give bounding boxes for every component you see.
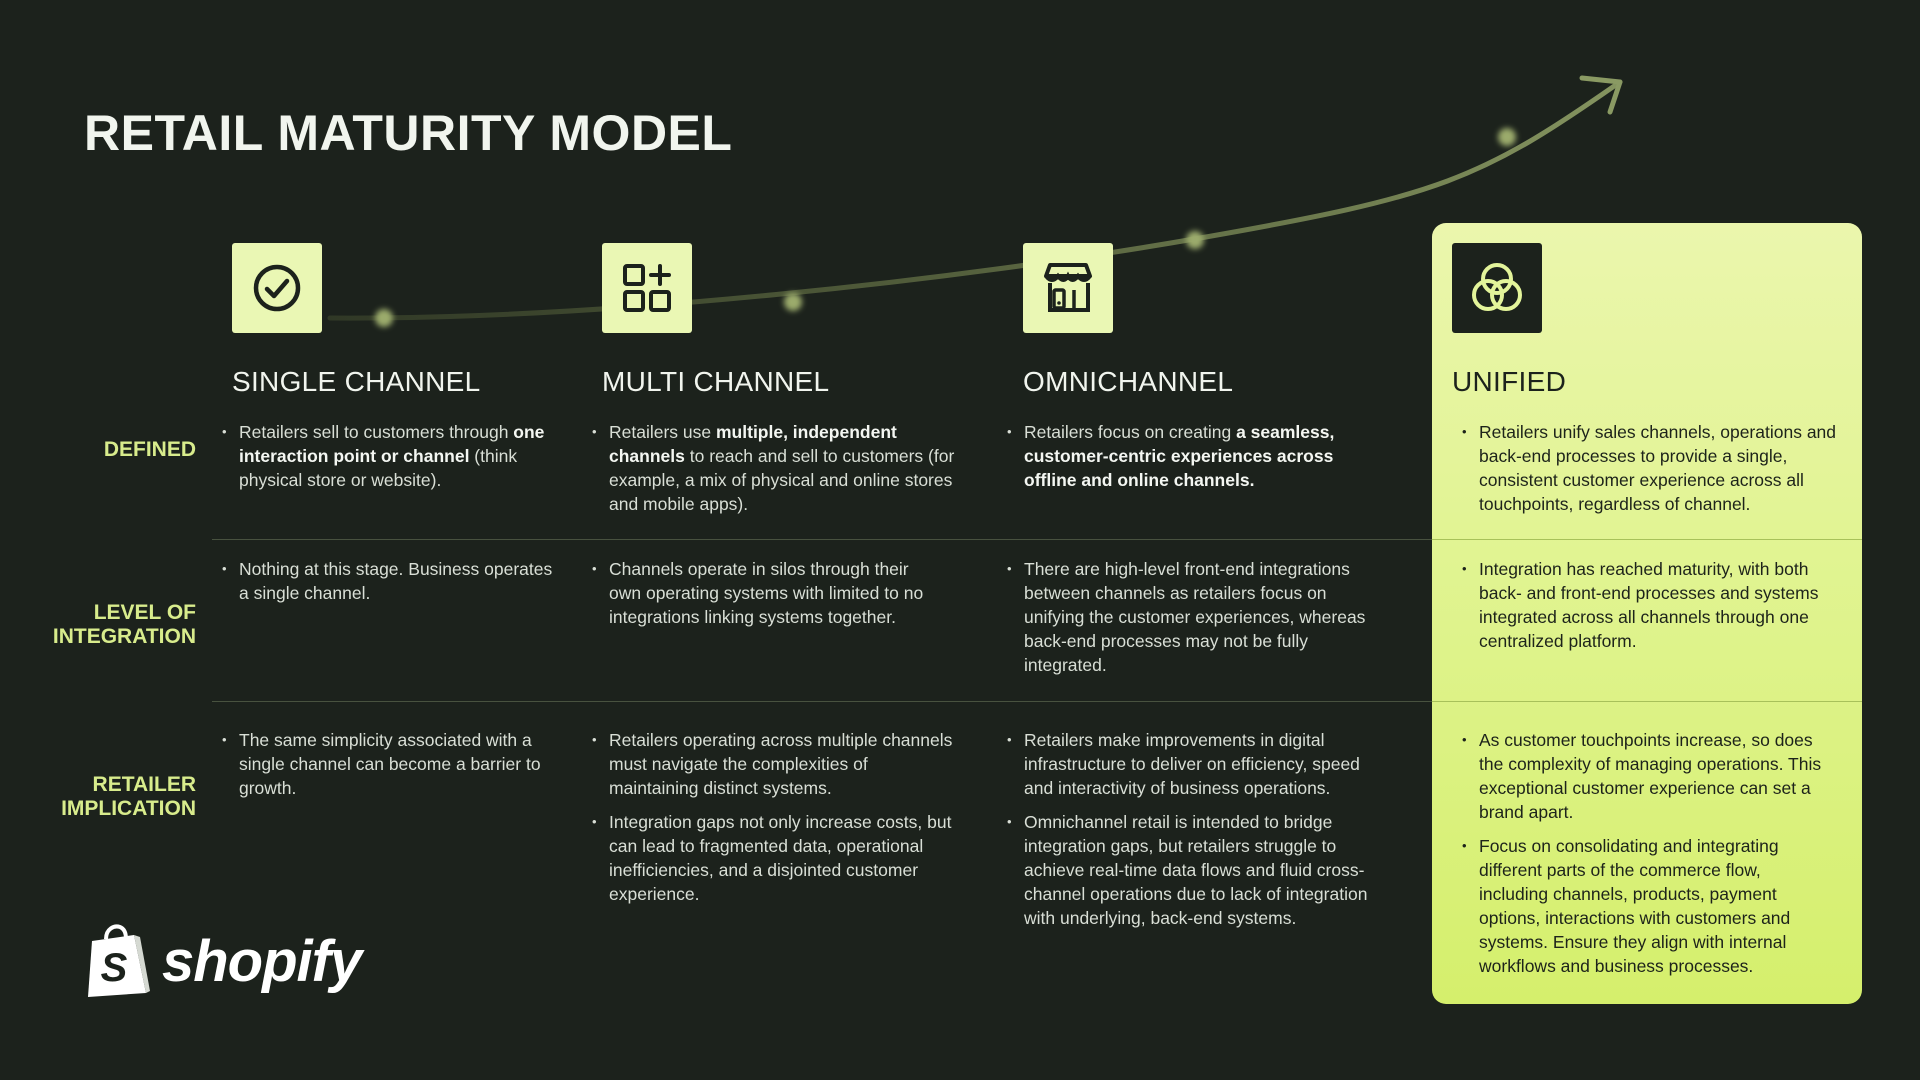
check-circle-icon: [253, 264, 301, 312]
bullet-item: Omnichannel retail is intended to bridge…: [1007, 810, 1391, 930]
row-label-defined: DEFINED: [103, 438, 196, 461]
bullet-item: There are high-level front-end integrati…: [1007, 557, 1376, 677]
bullet-list: Retailers operating across multiple chan…: [591, 728, 956, 906]
bullet-item: Integration gaps not only increase costs…: [592, 810, 956, 906]
grid-plus-icon: [623, 264, 671, 312]
column-title-unified: UNIFIED: [1452, 366, 1567, 397]
body-text: Omnichannel retail is intended to bridge…: [1024, 812, 1368, 928]
body-text: There are high-level front-end integrati…: [1024, 559, 1366, 675]
body-text: The same simplicity associated with a si…: [239, 730, 541, 798]
row-divider-1: [212, 539, 1862, 540]
curve-node-4: [1498, 128, 1516, 146]
curve-node-2: [784, 293, 802, 311]
bullet-item: Focus on consolidating and integrating d…: [1462, 834, 1831, 978]
bullet-list: As customer touchpoints increase, so doe…: [1461, 728, 1831, 978]
overlapping-circles-icon: [1472, 263, 1522, 311]
body-text: Retailers sell to customers through: [239, 422, 514, 442]
bullet-list: Channels operate in silos through their …: [591, 557, 926, 629]
row-divider-2-panel: [1432, 701, 1862, 702]
curve-node-1: [375, 309, 393, 327]
body-text: Retailers operating across multiple chan…: [609, 730, 953, 798]
body-text: Retailers focus on creating: [1024, 422, 1237, 442]
bullet-item: Retailers operating across multiple chan…: [592, 728, 956, 800]
bullet-item: Integration has reached maturity, with b…: [1462, 557, 1821, 653]
column-title-single-channel: SINGLE CHANNEL: [232, 366, 481, 397]
cell-single-integration: Nothing at this stage. Business operates…: [221, 557, 556, 615]
cell-multi-defined: Retailers use multiple, independent chan…: [591, 420, 961, 526]
cell-multi-integration: Channels operate in silos through their …: [591, 557, 926, 639]
shopify-bag-icon: S: [88, 924, 150, 997]
shopify-logo: S shopify: [84, 923, 362, 999]
single-channel-icon-box: [232, 243, 322, 333]
unified-icon-box: [1452, 243, 1542, 333]
column-title-multi-channel: MULTI CHANNEL: [602, 366, 830, 397]
body-text: Retailers use: [609, 422, 716, 442]
body-text: Channels operate in silos through their …: [609, 559, 924, 627]
bold-text: one interaction point or channel: [239, 422, 545, 466]
row-divider-1-panel: [1432, 539, 1862, 540]
body-text: Nothing at this stage. Business operates…: [239, 559, 553, 603]
body-text: As customer touchpoints increase, so doe…: [1479, 730, 1822, 822]
bullet-item: As customer touchpoints increase, so doe…: [1462, 728, 1831, 824]
bold-text: a seamless, customer-centric experiences…: [1024, 422, 1335, 490]
cell-omni-integration: There are high-level front-end integrati…: [1006, 557, 1376, 687]
body-text: (think physical store or website).: [239, 446, 518, 490]
body-text: Integration has reached maturity, with b…: [1479, 559, 1819, 651]
bullet-list: Integration has reached maturity, with b…: [1461, 557, 1821, 653]
arrow-head: [1579, 75, 1623, 115]
bullet-item: Channels operate in silos through their …: [592, 557, 926, 629]
column-title-omnichannel: OMNICHANNEL: [1023, 366, 1234, 397]
bullet-item: Retailers sell to customers through one …: [222, 420, 556, 492]
cell-multi-implication: Retailers operating across multiple chan…: [591, 728, 956, 916]
growth-curve: [327, 79, 1623, 321]
row-label-retailer-implication: RETAILER IMPLICATION: [61, 773, 196, 820]
cell-unified-integration: Integration has reached maturity, with b…: [1461, 557, 1821, 663]
body-text: Focus on consolidating and integrating d…: [1479, 836, 1791, 976]
page-title: RETAIL MATURITY MODEL: [84, 105, 733, 161]
bullet-list: Retailers sell to customers through one …: [221, 420, 556, 492]
bullet-item: Retailers focus on creating a seamless, …: [1007, 420, 1376, 492]
bold-text: multiple, independent channels: [609, 422, 897, 466]
cell-omni-implication: Retailers make improvements in digital i…: [1006, 728, 1391, 940]
bullet-item: Retailers unify sales channels, operatio…: [1462, 420, 1841, 516]
omnichannel-icon-box: [1023, 243, 1113, 333]
storefront-icon: [1044, 263, 1092, 312]
cell-unified-defined: Retailers unify sales channels, operatio…: [1461, 420, 1841, 526]
body-text: to reach and sell to customers (for exam…: [609, 446, 955, 514]
bullet-item: Nothing at this stage. Business operates…: [222, 557, 556, 605]
multi-channel-icon-box: [602, 243, 692, 333]
bullet-list: There are high-level front-end integrati…: [1006, 557, 1376, 677]
body-text: Retailers make improvements in digital i…: [1024, 730, 1360, 798]
curve-node-3: [1186, 231, 1204, 249]
body-text: Integration gaps not only increase costs…: [609, 812, 952, 904]
bullet-list: Retailers make improvements in digital i…: [1006, 728, 1391, 930]
svg-text:S: S: [101, 946, 128, 990]
body-text: Retailers unify sales channels, operatio…: [1479, 422, 1837, 514]
row-label-level-of-integration: LEVEL OF INTEGRATION: [52, 601, 196, 648]
bullet-item: Retailers use multiple, independent chan…: [592, 420, 961, 516]
bullet-list: Retailers use multiple, independent chan…: [591, 420, 961, 516]
bullet-item: Retailers make improvements in digital i…: [1007, 728, 1391, 800]
bullet-item: The same simplicity associated with a si…: [222, 728, 561, 800]
shopify-wordmark: shopify: [162, 928, 362, 994]
row-divider-2: [212, 701, 1862, 702]
cell-omni-defined: Retailers focus on creating a seamless, …: [1006, 420, 1376, 502]
bullet-list: Retailers focus on creating a seamless, …: [1006, 420, 1376, 492]
bullet-list: Nothing at this stage. Business operates…: [221, 557, 556, 605]
cell-unified-implication: As customer touchpoints increase, so doe…: [1461, 728, 1831, 988]
cell-single-implication: The same simplicity associated with a si…: [221, 728, 561, 810]
bullet-list: The same simplicity associated with a si…: [221, 728, 561, 800]
cell-single-defined: Retailers sell to customers through one …: [221, 420, 556, 502]
bullet-list: Retailers unify sales channels, operatio…: [1461, 420, 1841, 516]
